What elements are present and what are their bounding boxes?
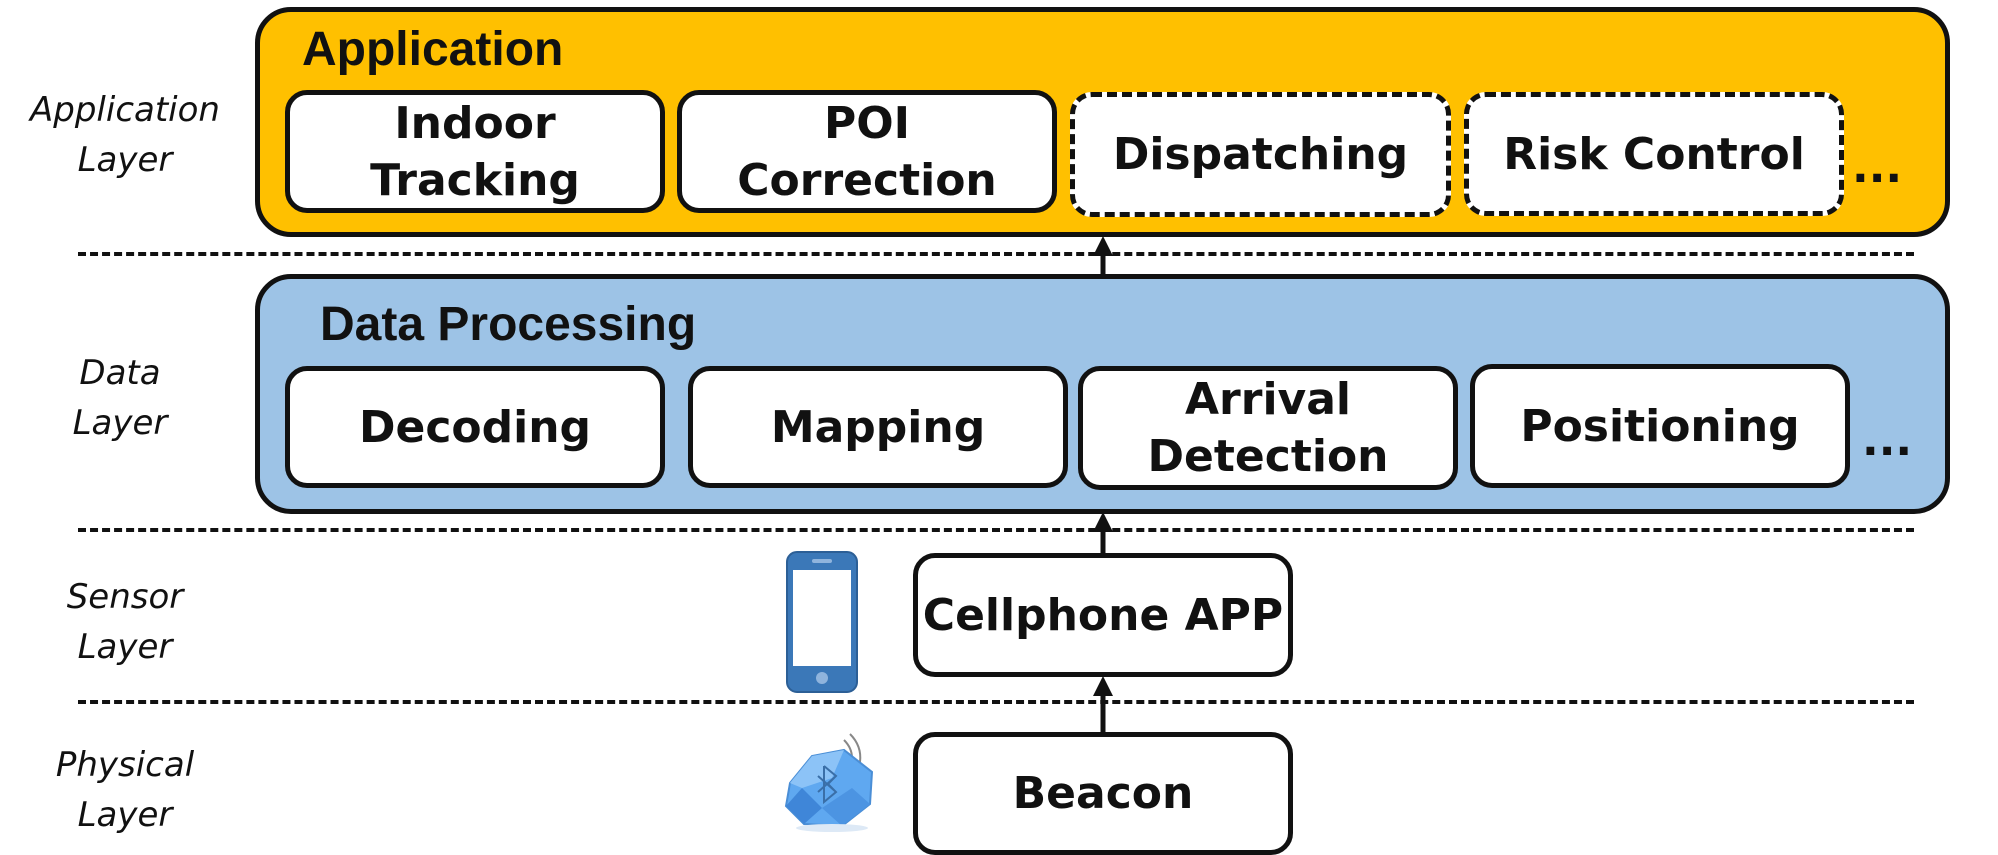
data-more-ellipsis: ... (1862, 415, 1913, 466)
module-poi-correction: POI Correction (677, 90, 1057, 213)
layer-divider-sensor-physical (78, 700, 1914, 704)
layer-divider-application-data (78, 252, 1914, 256)
layer-label-application: Application Layer (30, 90, 220, 180)
module-arrival-detection: Arrival Detection (1078, 366, 1458, 490)
application-more-ellipsis: ... (1852, 142, 1903, 193)
layer-divider-data-sensor (78, 528, 1914, 532)
layer-label-physical: Physical Layer (55, 745, 195, 835)
bluetooth-beacon-icon (784, 733, 874, 832)
layer-label-data: Data Layer (72, 353, 168, 443)
module-decoding: Decoding (285, 366, 665, 488)
module-risk-control: Risk Control (1464, 92, 1844, 216)
cellphone-app-box: Cellphone APP (913, 553, 1293, 677)
module-indoor-tracking: Indoor Tracking (285, 90, 665, 213)
data-processing-panel-title: Data Processing (320, 298, 697, 351)
module-mapping: Mapping (688, 366, 1068, 488)
module-dispatching: Dispatching (1070, 92, 1451, 217)
beacon-box: Beacon (913, 732, 1293, 855)
application-panel-title: Application (302, 23, 564, 76)
smartphone-icon (786, 551, 858, 693)
layer-label-sensor: Sensor Layer (66, 577, 184, 667)
module-positioning: Positioning (1470, 364, 1850, 488)
